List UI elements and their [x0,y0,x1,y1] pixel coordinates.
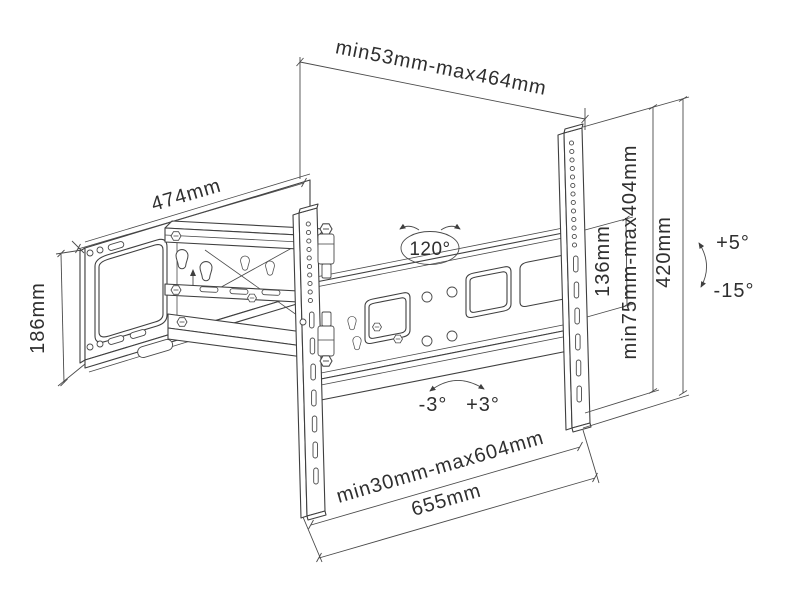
swivel-angle-annotation: 120° [399,223,461,265]
tilt-angle-annotation: +5° -15° [698,232,755,302]
hinge-bottom [317,311,335,367]
up-arrow-icon [190,269,196,287]
angle-swivel-label: 120° [409,239,450,260]
dim-rail-slot-section-label: 136mm [592,225,614,297]
angle-tilt-up-label: +5° [716,232,750,254]
angle-level-plus-label: +3° [466,394,500,416]
hinge-top [317,223,335,279]
level-angle-annotation: -3° +3° [419,380,500,416]
dim-wall-plate-height-label: 186mm [27,282,49,354]
dim-vesa-height-range-label: min75mm-max404mm [619,145,641,360]
mounting-arms [164,220,326,360]
right-vesa-rail [557,123,592,433]
dim-bracket-height-label: 420mm [653,216,675,288]
angle-tilt-down-label: -15° [714,280,755,302]
angle-level-minus-label: -3° [419,394,448,416]
left-vesa-rail [292,203,327,521]
